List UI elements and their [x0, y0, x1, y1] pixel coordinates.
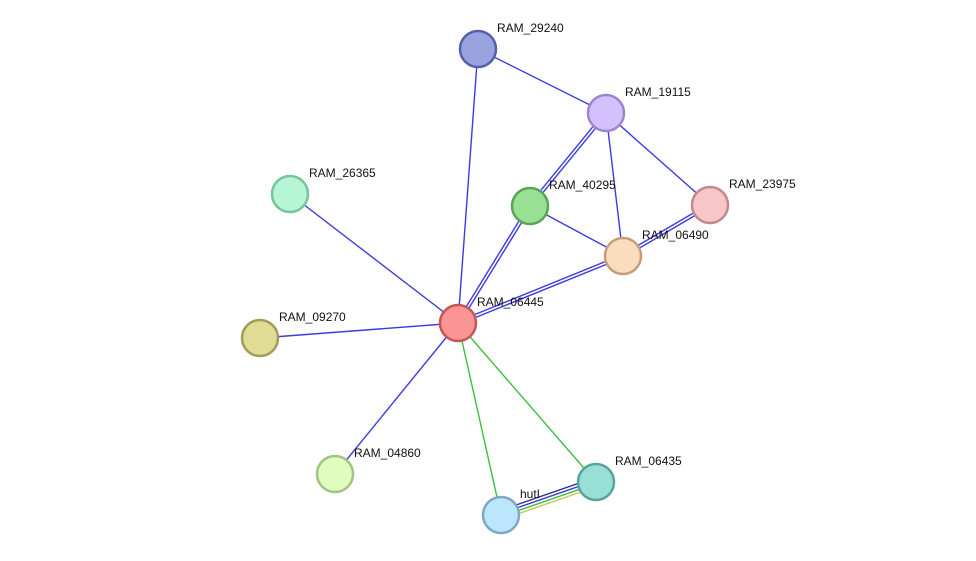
node-circle[interactable] [510, 186, 550, 226]
node-RAM_04860[interactable]: RAM_04860 [315, 446, 421, 494]
edges-layer [259, 48, 712, 520]
edge-line-blue [477, 48, 607, 114]
node-RAM_06435[interactable]: RAM_06435 [576, 454, 682, 502]
node-label: RAM_04860 [354, 446, 421, 460]
node-circle[interactable] [690, 185, 730, 225]
node-label: RAM_06490 [642, 228, 709, 242]
edge-line-blue [457, 48, 479, 324]
edge-line-blue [528, 111, 606, 206]
edge-RAM_19115-RAM_06490[interactable] [605, 112, 624, 257]
edge-line-green [457, 322, 597, 483]
edge-line-blue [289, 193, 459, 324]
node-circle[interactable] [438, 303, 478, 343]
edge-RAM_04860-RAM_06445[interactable] [334, 322, 459, 475]
node-circle[interactable] [576, 462, 616, 502]
edge-line-blue [530, 113, 608, 208]
node-RAM_19115[interactable]: RAM_19115 [586, 85, 691, 133]
node-RAM_09270[interactable]: RAM_09270 [240, 310, 346, 358]
node-RAM_26365[interactable]: RAM_26365 [270, 166, 376, 214]
edge-RAM_06445-hutI[interactable] [457, 322, 502, 516]
edge-line-green [457, 322, 502, 516]
node-RAM_06445[interactable]: RAM_06445 [438, 295, 544, 343]
node-label: RAM_06435 [615, 454, 682, 468]
node-circle[interactable] [603, 236, 643, 276]
edge-line-blue [605, 112, 711, 206]
edge-RAM_06490-RAM_06445[interactable] [457, 253, 624, 326]
edge-line-blue [457, 253, 623, 323]
node-hutI[interactable]: hutI [481, 487, 540, 535]
node-label: RAM_09270 [279, 310, 346, 324]
node-label: RAM_26365 [309, 166, 376, 180]
edge-line-blue [334, 322, 459, 475]
edge-RAM_29240-RAM_19115[interactable] [477, 48, 607, 114]
node-label: RAM_19115 [625, 85, 691, 99]
node-circle[interactable] [586, 93, 626, 133]
node-circle[interactable] [481, 495, 521, 535]
node-label: RAM_06445 [477, 295, 544, 309]
edge-RAM_19115-RAM_23975[interactable] [605, 112, 711, 206]
node-label: RAM_40295 [549, 178, 616, 192]
edge-line-blue [458, 206, 532, 325]
edge-RAM_29240-RAM_06445[interactable] [457, 48, 479, 324]
edge-line-blue [458, 256, 624, 326]
node-RAM_06490[interactable]: RAM_06490 [603, 228, 709, 276]
node-RAM_29240[interactable]: RAM_29240 [458, 21, 564, 69]
edge-RAM_06445-RAM_06435[interactable] [457, 322, 597, 483]
edge-RAM_40295-RAM_06445[interactable] [456, 204, 532, 325]
node-circle[interactable] [240, 318, 280, 358]
edge-RAM_26365-RAM_06445[interactable] [289, 193, 459, 324]
node-label: hutI [520, 487, 540, 501]
node-label: RAM_23975 [729, 177, 796, 191]
node-RAM_40295[interactable]: RAM_40295 [510, 178, 616, 226]
node-circle[interactable] [315, 454, 355, 494]
edge-RAM_19115-RAM_40295[interactable] [528, 111, 608, 208]
edge-RAM_09270-RAM_06445[interactable] [259, 322, 459, 339]
node-circle[interactable] [458, 29, 498, 69]
edge-line-blue [605, 112, 624, 257]
node-label: RAM_29240 [497, 21, 564, 35]
edge-line-blue [259, 322, 459, 339]
node-circle[interactable] [270, 174, 310, 214]
edge-line-blue [456, 204, 530, 323]
node-RAM_23975[interactable]: RAM_23975 [690, 177, 796, 225]
